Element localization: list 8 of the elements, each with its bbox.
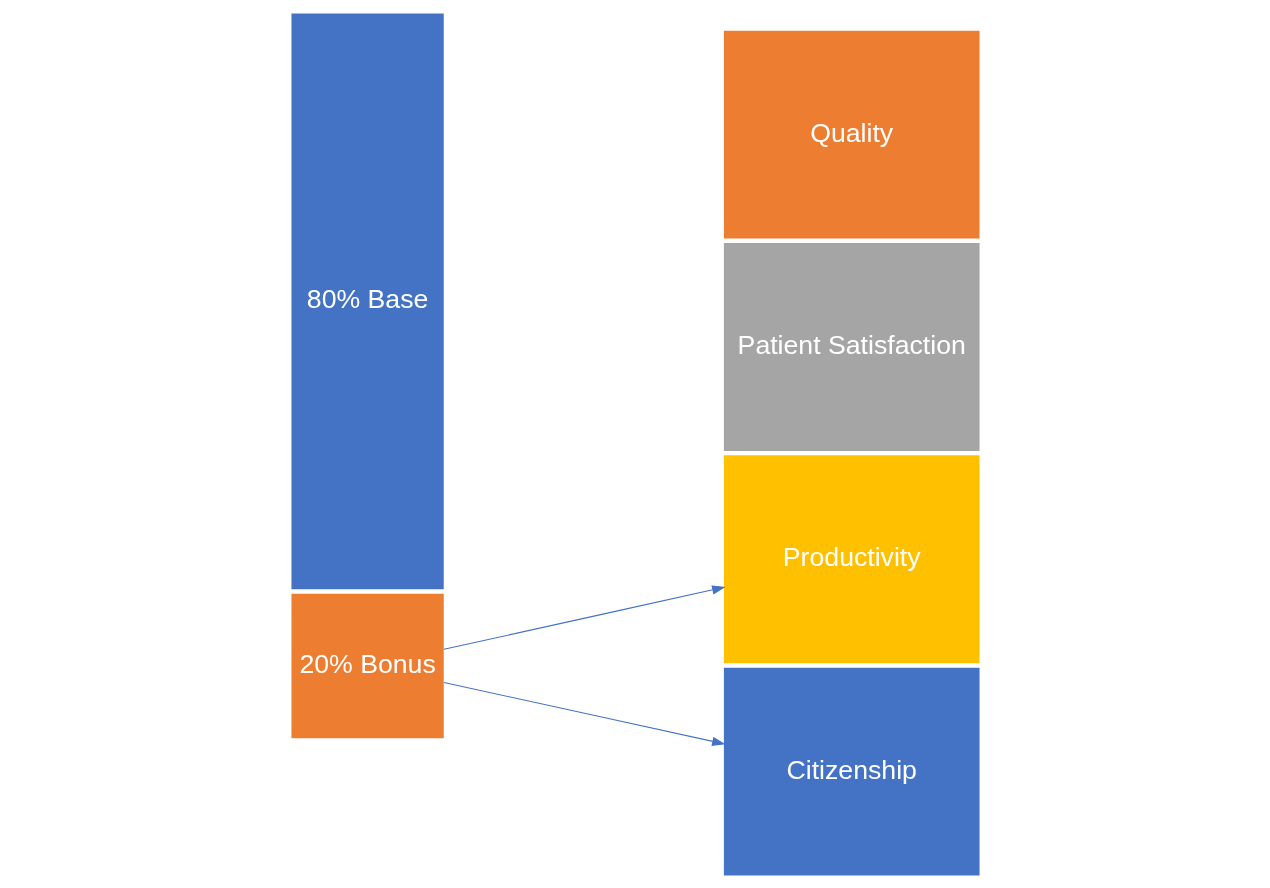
arrow xyxy=(442,584,725,650)
node-box: Patient Satisfaction xyxy=(723,242,980,451)
node-box: Productivity xyxy=(723,454,980,663)
node-box: 80% Base xyxy=(290,12,444,589)
node-box: 20% Bonus xyxy=(290,593,444,738)
arrow xyxy=(442,681,725,746)
node-box: Quality xyxy=(723,30,980,239)
node-box: Citizenship xyxy=(723,667,980,876)
